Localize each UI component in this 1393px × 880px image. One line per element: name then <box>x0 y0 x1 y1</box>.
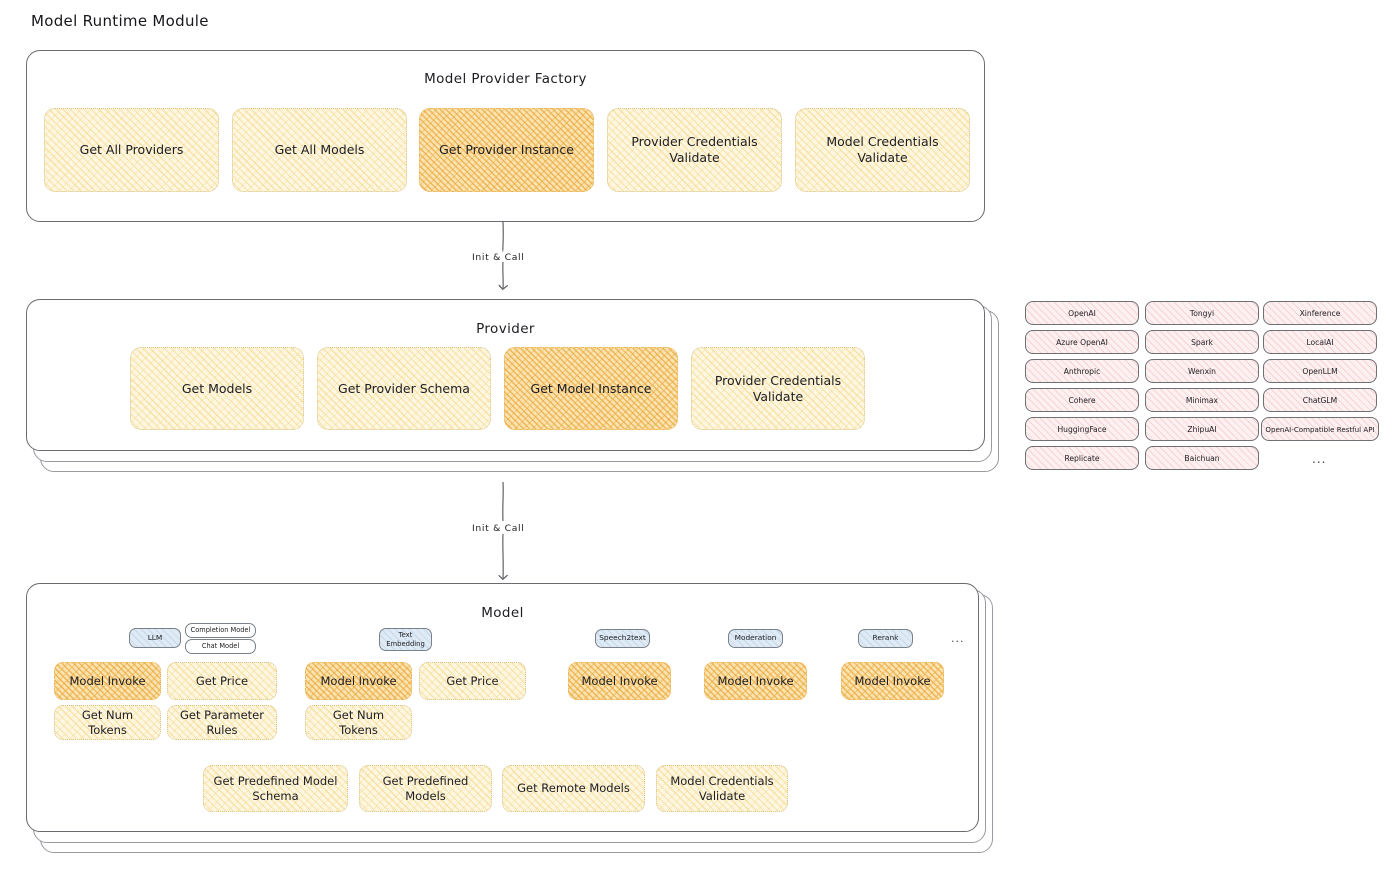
llm-method-get-parameter-rules[interactable]: Get Parameter Rules <box>167 705 277 740</box>
model-type-badge-rerank[interactable]: Rerank <box>858 629 913 648</box>
provider-pill-zhipuai[interactable]: ZhipuAI <box>1145 417 1259 441</box>
provider-pill-openai-compatible-restful-api[interactable]: OpenAI-Compatible Restful API <box>1261 417 1379 441</box>
model-common-get-remote-models[interactable]: Get Remote Models <box>502 765 645 812</box>
provider-list-more: ... <box>1312 452 1327 466</box>
provider-item-get-provider-schema[interactable]: Get Provider Schema <box>317 347 491 430</box>
llm-method-get-num-tokens[interactable]: Get Num Tokens <box>54 705 161 740</box>
rerank-method-model-invoke[interactable]: Model Invoke <box>841 662 944 700</box>
provider-pill-openai[interactable]: OpenAI <box>1025 301 1139 325</box>
provider-title: Provider <box>476 321 535 337</box>
model-common-get-predefined-models[interactable]: Get Predefined Models <box>359 765 492 812</box>
speech2text-method-model-invoke[interactable]: Model Invoke <box>568 662 671 700</box>
model-provider-factory-title: Model Provider Factory <box>424 71 587 87</box>
llm-method-get-price[interactable]: Get Price <box>167 662 277 700</box>
provider-pill-cohere[interactable]: Cohere <box>1025 388 1139 412</box>
arrow-label-init-call-2: Init & Call <box>472 523 525 534</box>
model-type-badge-speech2text[interactable]: Speech2text <box>595 629 650 648</box>
provider-pill-anthropic[interactable]: Anthropic <box>1025 359 1139 383</box>
provider-pill-minimax[interactable]: Minimax <box>1145 388 1259 412</box>
provider-item-get-models[interactable]: Get Models <box>130 347 304 430</box>
text-embedding-method-model-invoke[interactable]: Model Invoke <box>305 662 412 700</box>
provider-pill-azure-openai[interactable]: Azure OpenAI <box>1025 330 1139 354</box>
text-embedding-method-get-num-tokens[interactable]: Get Num Tokens <box>305 705 412 740</box>
provider-item-get-model-instance[interactable]: Get Model Instance <box>504 347 678 430</box>
model-types-more: ... <box>951 632 965 645</box>
factory-item-get-all-models[interactable]: Get All Models <box>232 108 407 192</box>
factory-item-get-all-providers[interactable]: Get All Providers <box>44 108 219 192</box>
factory-item-model-credentials-validate[interactable]: Model Credentials Validate <box>795 108 970 192</box>
provider-pill-xinference[interactable]: Xinference <box>1263 301 1377 325</box>
provider-pill-replicate[interactable]: Replicate <box>1025 446 1139 470</box>
model-subtype-chat-model[interactable]: Chat Model <box>185 639 256 654</box>
provider-pill-chatglm[interactable]: ChatGLM <box>1263 388 1377 412</box>
model-title: Model <box>481 605 524 621</box>
arrow-label-init-call-1: Init & Call <box>472 252 525 263</box>
moderation-method-model-invoke[interactable]: Model Invoke <box>704 662 807 700</box>
model-common-get-predefined-model-schema[interactable]: Get Predefined Model Schema <box>203 765 348 812</box>
llm-method-model-invoke[interactable]: Model Invoke <box>54 662 161 700</box>
provider-pill-openllm[interactable]: OpenLLM <box>1263 359 1377 383</box>
provider-pill-localai[interactable]: LocalAI <box>1263 330 1377 354</box>
provider-pill-spark[interactable]: Spark <box>1145 330 1259 354</box>
model-common-model-credentials-validate[interactable]: Model Credentials Validate <box>656 765 788 812</box>
text-embedding-method-get-price[interactable]: Get Price <box>419 662 526 700</box>
model-subtype-completion-model[interactable]: Completion Model <box>185 623 256 638</box>
model-type-badge-moderation[interactable]: Moderation <box>728 629 783 648</box>
factory-item-get-provider-instance[interactable]: Get Provider Instance <box>419 108 594 192</box>
provider-pill-huggingface[interactable]: HuggingFace <box>1025 417 1139 441</box>
provider-pill-tongyi[interactable]: Tongyi <box>1145 301 1259 325</box>
factory-item-provider-credentials-validate[interactable]: Provider Credentials Validate <box>607 108 782 192</box>
model-type-badge-text-embedding[interactable]: Text Embedding <box>379 628 432 651</box>
model-type-badge-llm[interactable]: LLM <box>129 628 181 648</box>
provider-item-provider-credentials-validate[interactable]: Provider Credentials Validate <box>691 347 865 430</box>
provider-pill-baichuan[interactable]: Baichuan <box>1145 446 1259 470</box>
provider-pill-wenxin[interactable]: Wenxin <box>1145 359 1259 383</box>
page-title: Model Runtime Module <box>31 12 209 30</box>
